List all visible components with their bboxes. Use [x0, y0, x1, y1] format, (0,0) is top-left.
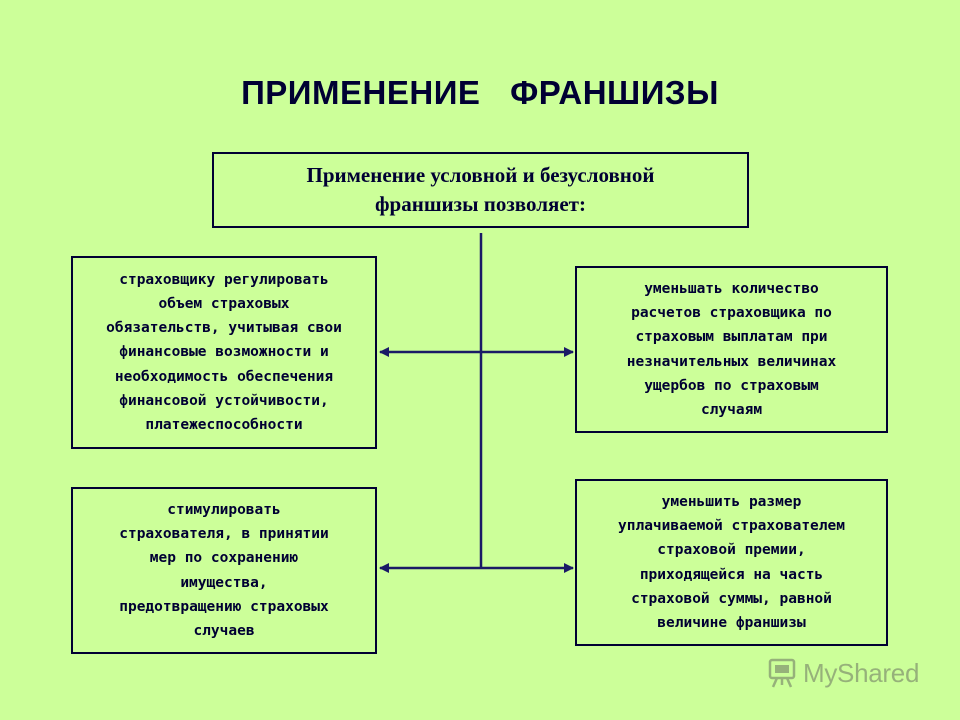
presentation-screen-icon — [768, 658, 796, 688]
watermark-logo: MyShared — [765, 656, 919, 690]
node-text-line: обязательств, учитывая свои — [106, 320, 342, 337]
node-reduce-settlements: уменьшать количество расчетов страховщик… — [575, 266, 888, 433]
node-text-line: ущербов по страховым — [644, 377, 819, 394]
node-text-line: платежеспособности — [145, 417, 303, 433]
node-text-line: объем страховых — [158, 295, 290, 312]
node-text-line: приходящейся на часть — [639, 566, 824, 583]
root-line-2: франшизы позволяет: — [375, 192, 586, 216]
node-text-line: предотвращению страховых — [119, 598, 329, 615]
node-text-line: уменьшить размер — [661, 493, 802, 510]
node-text-line: незначительных величинах — [626, 353, 837, 370]
root-line-1: Применение условной и безусловной — [306, 163, 655, 187]
node-text-line: необходимость обеспечения — [114, 368, 334, 385]
page-title: ПРИМЕНЕНИЕ ФРАНШИЗЫ — [241, 74, 719, 111]
node-text-line: расчетов страховщика по — [631, 305, 832, 322]
node-reduce-premium: уменьшить размер уплачиваемой страховате… — [575, 479, 888, 646]
node-insurer-regulate: страховщику регулировать объем страховых… — [71, 256, 377, 449]
node-text-line: величине франшизы — [657, 614, 806, 631]
node-text-line: случаев — [193, 622, 255, 639]
watermark-text: MyShared — [803, 657, 920, 688]
node-text-line: страхователя, в принятии — [119, 526, 329, 543]
node-text-line: страховым выплатам при — [635, 329, 828, 346]
node-text-line: случаям — [700, 401, 763, 418]
root-node: Применение условной и безусловной франши… — [212, 152, 749, 228]
node-text-line: уплачиваемой страхователем — [618, 518, 845, 535]
node-text-line: страховщику регулировать — [119, 271, 329, 288]
node-text-line: страховой премии, — [657, 542, 806, 559]
node-text-line: уменьшать количество — [644, 280, 819, 297]
node-text-line: стимулировать — [167, 501, 281, 518]
node-text-line: мер по сохранению — [149, 550, 299, 567]
node-text-line: финансовые возможности и — [119, 344, 329, 361]
node-text-line: страховой суммы, равной — [631, 590, 832, 607]
node-stimulate-insured: стимулировать страхователя, в принятии м… — [71, 487, 377, 654]
node-text-line: финансовой устойчивости, — [119, 392, 329, 409]
node-text-line: имущества, — [180, 574, 268, 591]
